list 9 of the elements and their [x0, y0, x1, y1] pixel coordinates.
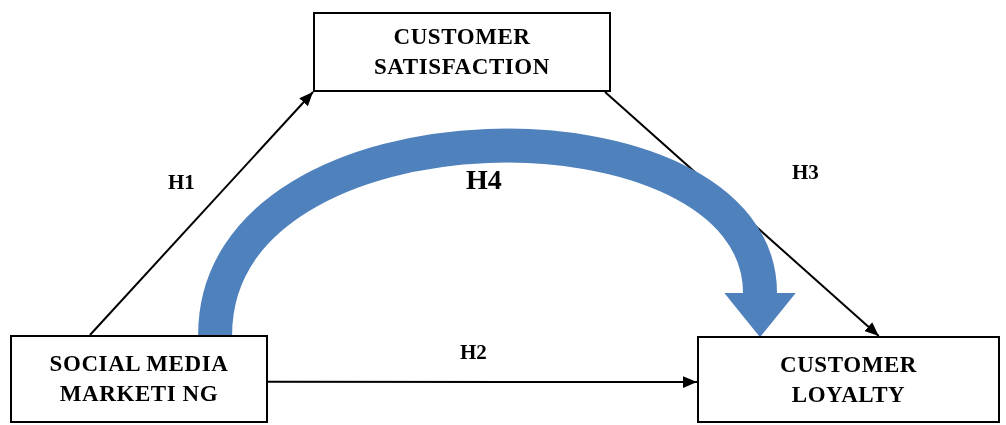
arrow	[89, 91, 314, 336]
box-label: SOCIAL MEDIA MARKETI NG	[48, 350, 230, 408]
concept-box	[10, 335, 268, 423]
concept-box	[697, 336, 1000, 423]
box-label: CUSTOMER LOYALTY	[778, 350, 919, 409]
concept-box	[313, 12, 611, 92]
box-label: CUSTOMER SATISFACTION	[373, 23, 551, 81]
curved-block-arrow	[198, 129, 795, 339]
arrow	[267, 376, 698, 388]
